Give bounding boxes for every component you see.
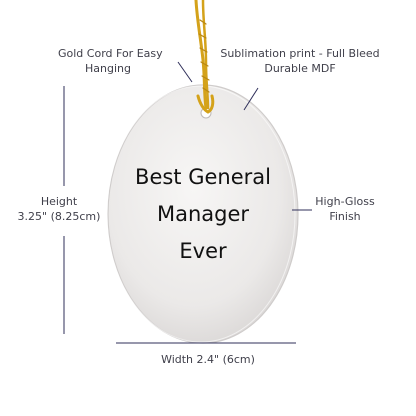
cord-pointer-line xyxy=(177,61,193,83)
height-callout-line-2: 3.25" (8.25cm) xyxy=(17,210,101,223)
gold-cord xyxy=(194,0,215,114)
ornament-text-line-2: Manager xyxy=(157,202,249,226)
ornament-text-line-3: Ever xyxy=(179,239,227,263)
width-callout: Width 2.4" (6cm) xyxy=(161,353,255,366)
print-pointer-line xyxy=(243,87,259,111)
print-callout: Sublimation print - Full Bleed Durable M… xyxy=(220,46,380,76)
height-callout: Height 3.25" (8.25cm) xyxy=(14,194,104,224)
cord-callout-line-2: Hanging xyxy=(85,62,131,75)
cord-callout-line-1: Gold Cord For Easy xyxy=(58,47,163,60)
gloss-callout: High-Gloss Finish xyxy=(300,194,390,224)
ornament-text-line-1: Best General xyxy=(135,165,271,189)
gloss-callout-line-1: High-Gloss xyxy=(315,195,375,208)
height-callout-line-1: Height xyxy=(40,195,78,208)
cord-callout: Gold Cord For Easy Hanging xyxy=(58,46,163,76)
print-callout-line-2: Durable MDF xyxy=(264,62,336,75)
gloss-callout-line-2: Finish xyxy=(329,210,361,223)
print-callout-line-1: Sublimation print - Full Bleed xyxy=(220,47,380,60)
